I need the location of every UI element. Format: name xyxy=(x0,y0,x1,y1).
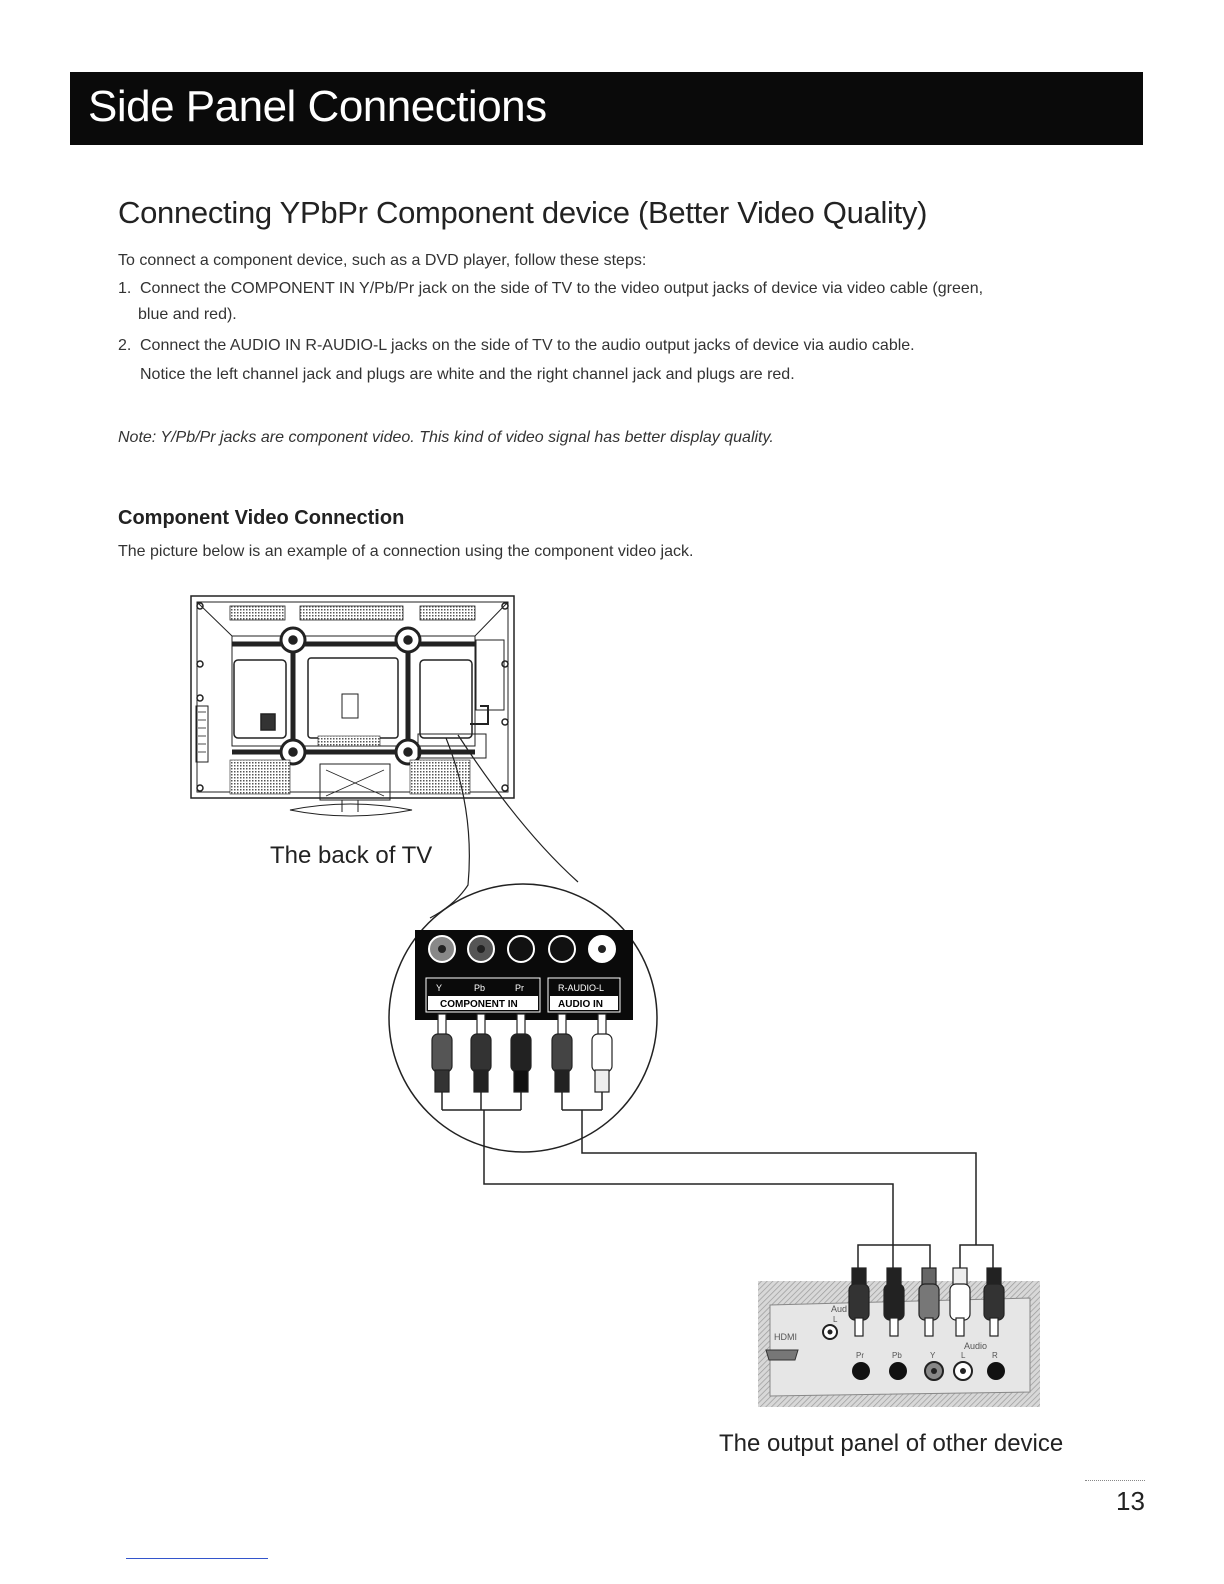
label-audio-in: AUDIO IN xyxy=(558,999,603,1010)
device-label-pr: Pr xyxy=(856,1351,864,1360)
intro-text: To connect a component device, such as a… xyxy=(118,252,647,269)
tv-plugs xyxy=(431,1013,613,1093)
bottom-link-underline xyxy=(126,1558,268,1559)
tv-back-illustration xyxy=(190,595,515,817)
step-2-line-2: Notice the left channel jack and plugs a… xyxy=(140,366,795,383)
page-number: 13 xyxy=(1116,1486,1145,1516)
step-2-number: 2. xyxy=(118,337,132,354)
step-1-line-2: blue and red). xyxy=(138,306,237,323)
label-component-in: COMPONENT IN xyxy=(440,999,518,1010)
cables xyxy=(483,1110,994,1270)
device-label-l: L xyxy=(961,1351,966,1360)
device-label-pb: Pb xyxy=(892,1351,902,1360)
page-number-rule xyxy=(1085,1480,1145,1481)
step-2-line-1: Connect the AUDIO IN R-AUDIO-L jacks on … xyxy=(140,337,915,354)
step-1-number: 1. xyxy=(118,280,132,297)
label-y: Y xyxy=(436,983,442,993)
section-title: Connecting YPbPr Component device (Bette… xyxy=(118,195,928,230)
device-jack-pr xyxy=(852,1362,870,1380)
device-label-hdmi: HDMI xyxy=(774,1332,797,1342)
jack-pr xyxy=(507,935,535,963)
tv-back-caption: The back of TV xyxy=(270,842,433,869)
label-audio: R-AUDIO-L xyxy=(558,983,604,993)
label-pr: Pr xyxy=(515,983,524,993)
plug-audio-r xyxy=(551,1013,573,1093)
device-jack-pb xyxy=(889,1362,907,1380)
page-title: Side Panel Connections xyxy=(88,82,547,131)
plug-audio-l xyxy=(591,1013,613,1093)
step-1-line-1: Connect the COMPONENT IN Y/Pb/Pr jack on… xyxy=(140,280,984,297)
subsection-description: The picture below is an example of a con… xyxy=(118,543,694,560)
jack-audio-r xyxy=(548,935,576,963)
device-label-l-top: L xyxy=(833,1315,838,1324)
plug-pb xyxy=(470,1013,492,1093)
subsection-title: Component Video Connection xyxy=(118,507,405,529)
device-jack-r xyxy=(987,1362,1005,1380)
device-label-aud: Aud xyxy=(831,1304,847,1314)
header-banner: Side Panel Connections xyxy=(70,72,1143,145)
zoom-circle: Y Pb Pr R-AUDIO-L COMPONENT IN AUDIO IN xyxy=(388,883,658,1153)
tv-jacks xyxy=(428,935,616,963)
device-label-y: Y xyxy=(930,1351,936,1360)
device-label-r: R xyxy=(992,1351,998,1360)
plug-pr xyxy=(510,1013,532,1093)
device-output-panel: HDMI Aud L Audio Pr Pb Y L R xyxy=(758,1267,1040,1407)
device-panel-caption: The output panel of other device xyxy=(719,1430,1064,1457)
device-label-audio: Audio xyxy=(964,1341,987,1351)
note-text: Note: Y/Pb/Pr jacks are component video.… xyxy=(118,429,774,446)
label-pb: Pb xyxy=(474,983,485,993)
device-plugs xyxy=(848,1267,1005,1337)
